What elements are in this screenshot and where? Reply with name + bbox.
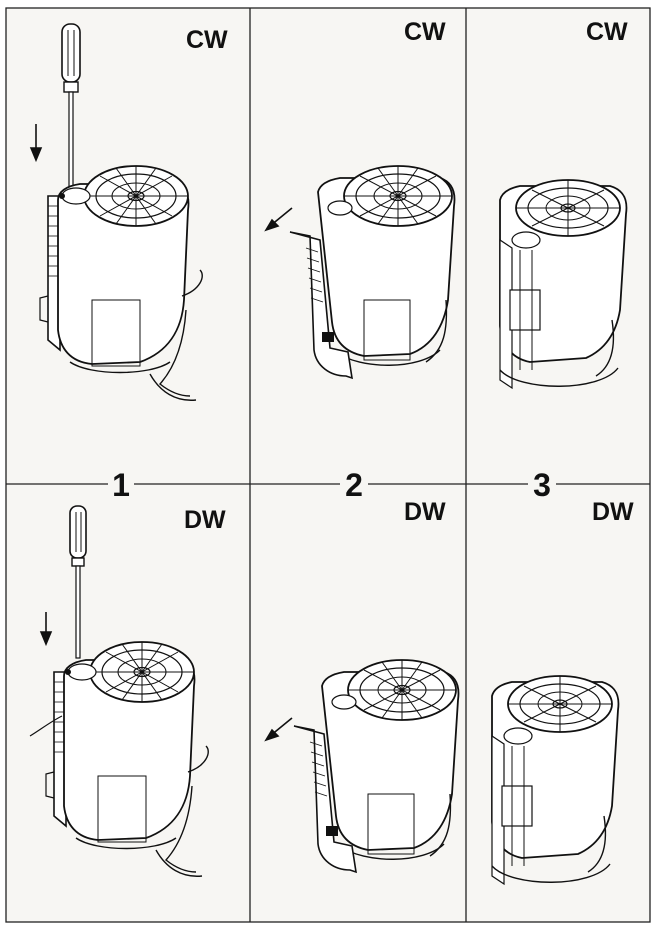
step-number: 1 — [112, 467, 130, 503]
panel-label: DW — [592, 498, 634, 526]
down-arrow-icon — [29, 124, 43, 163]
diagonal-arrow-icon — [264, 717, 293, 742]
panel-label: DW — [404, 498, 446, 526]
pointer-line — [29, 715, 63, 737]
down-arrow-icon — [39, 612, 53, 647]
panel-grid — [5, 7, 651, 923]
diagonal-arrow-icon — [264, 207, 293, 232]
step-number: 3 — [533, 467, 551, 503]
screwdriver-icon — [69, 505, 87, 659]
panel-label: CW — [186, 26, 228, 54]
step-number: 2 — [345, 467, 363, 503]
panel-label: CW — [586, 18, 628, 46]
panel-label: CW — [404, 18, 446, 46]
panel-label: DW — [184, 506, 226, 534]
